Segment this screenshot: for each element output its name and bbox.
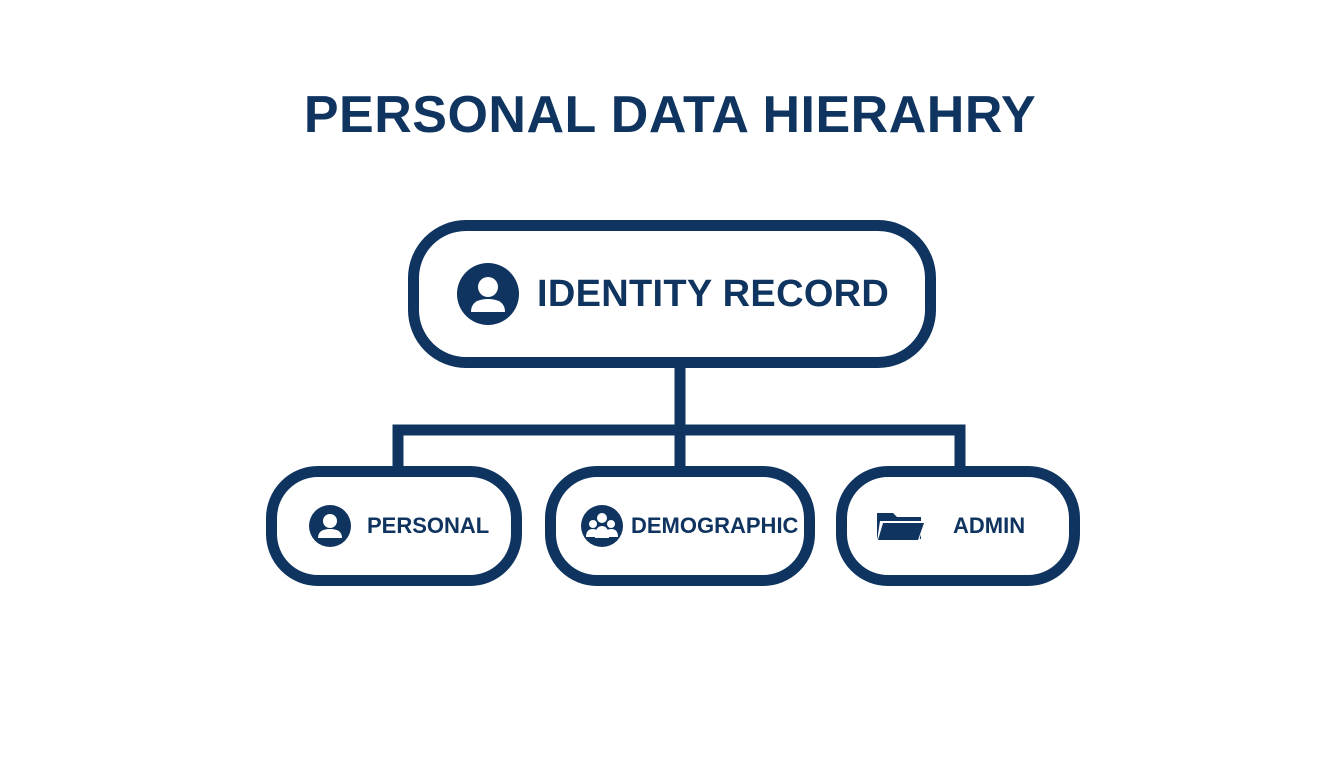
diagram-title: PERSONAL DATA HIERAHRY	[303, 86, 1037, 144]
child-node-personal: PERSONAL	[266, 466, 522, 586]
root-node-label: IDENTITY RECORD	[537, 272, 890, 315]
child-node-label: DEMOGRAPHIC	[631, 513, 799, 538]
folder-icon	[877, 513, 925, 541]
user-icon	[309, 505, 351, 547]
group-icon	[581, 505, 623, 547]
root-node-identity-record: IDENTITY RECORD	[408, 220, 936, 368]
user-icon	[457, 263, 519, 325]
child-node-demographic: DEMOGRAPHIC	[545, 466, 815, 586]
child-node-label: PERSONAL	[367, 513, 490, 538]
child-node-admin: ADMIN	[836, 466, 1080, 586]
child-node-label: ADMIN	[953, 513, 1026, 538]
